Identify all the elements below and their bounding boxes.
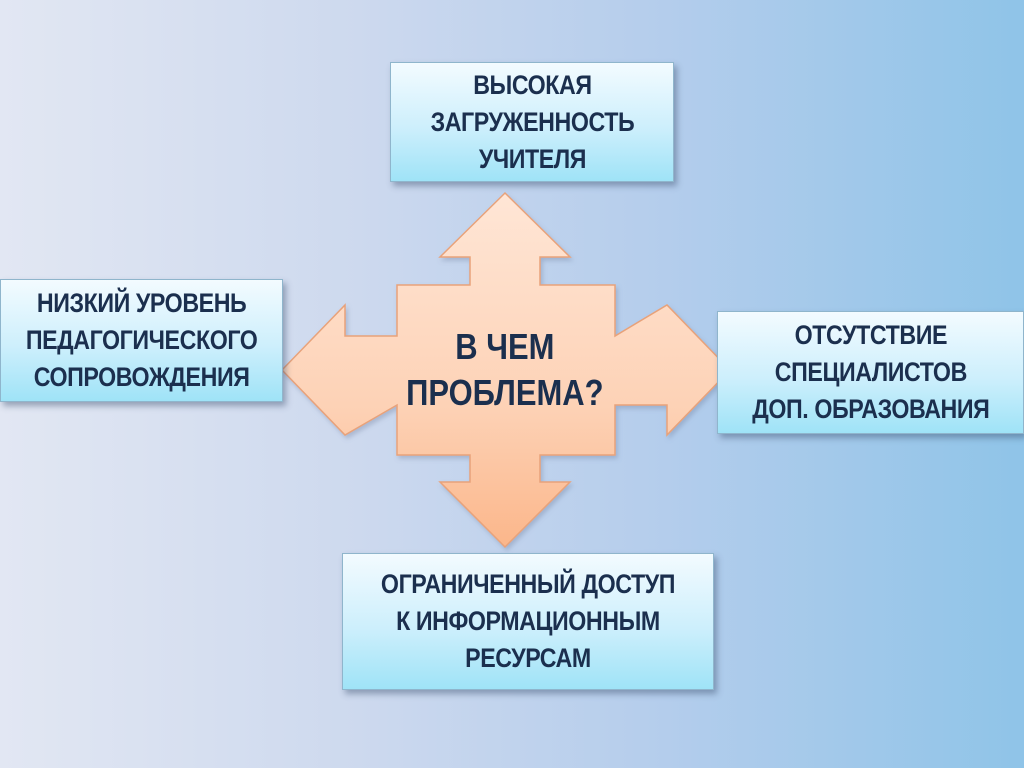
problem-box-teacher-workload-text: ВЫСОКАЯ ЗАГРУЖЕННОСТЬ УЧИТЕЛЯ bbox=[430, 69, 634, 174]
problem-box-teacher-workload: ВЫСОКАЯ ЗАГРУЖЕННОСТЬ УЧИТЕЛЯ bbox=[390, 62, 674, 182]
problem-box-limited-access: ОГРАНИЧЕННЫЙ ДОСТУП К ИНФОРМАЦИОННЫМ РЕС… bbox=[342, 553, 714, 690]
problem-box-pedagogical-support-text: НИЗКИЙ УРОВЕНЬ ПЕДАГОГИЧЕСКОГО СОПРОВОЖД… bbox=[25, 288, 258, 392]
center-question: В ЧЕМ ПРОБЛЕМА? bbox=[395, 320, 615, 420]
problem-box-limited-access-text: ОГРАНИЧЕННЫЙ ДОСТУП К ИНФОРМАЦИОННЫМ РЕС… bbox=[380, 569, 676, 673]
problem-box-missing-specialists: ОТСУТСТВИЕ СПЕЦИАЛИСТОВ ДОП. ОБРАЗОВАНИЯ bbox=[717, 311, 1024, 434]
quad-arrow-shape bbox=[280, 191, 732, 549]
problem-box-missing-specialists-text: ОТСУТСТВИЕ СПЕЦИАЛИСТОВ ДОП. ОБРАЗОВАНИЯ bbox=[751, 320, 990, 424]
problem-box-pedagogical-support: НИЗКИЙ УРОВЕНЬ ПЕДАГОГИЧЕСКОГО СОПРОВОЖД… bbox=[0, 279, 283, 402]
center-question-text: В ЧЕМ ПРОБЛЕМА? bbox=[406, 326, 604, 413]
